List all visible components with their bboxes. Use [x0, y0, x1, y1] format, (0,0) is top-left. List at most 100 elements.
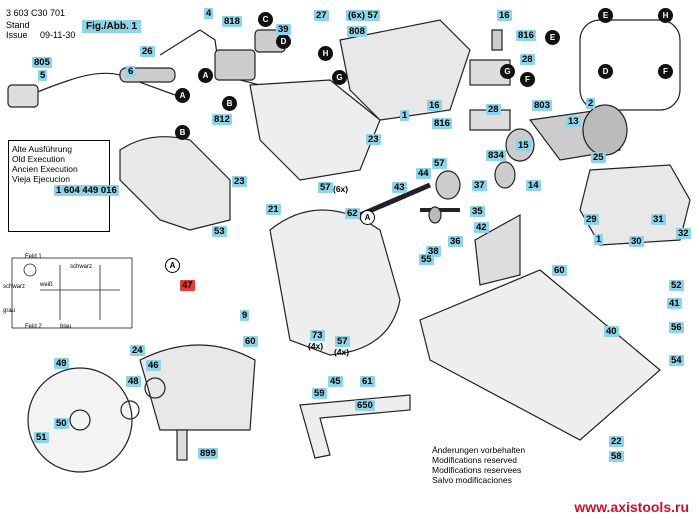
part-label[interactable]: 15: [516, 140, 531, 151]
part-label[interactable]: 28: [486, 104, 501, 115]
part-label[interactable]: 5: [38, 70, 48, 81]
wiring-label: schwarz: [3, 284, 26, 290]
old-exec-line-es: Vieja Ejecucion: [12, 174, 70, 184]
wiring-diagram: [11, 257, 133, 329]
issue-label: Issue: [6, 30, 28, 40]
part-label[interactable]: 58: [609, 451, 624, 462]
figure-label: Fig./Abb. 1: [82, 20, 142, 33]
part-label[interactable]: 816: [432, 118, 452, 129]
wiring-label: schwarz: [70, 264, 93, 270]
connector-c: C: [258, 12, 273, 27]
part-label[interactable]: 36: [448, 236, 463, 247]
part-label[interactable]: 38: [426, 246, 441, 257]
part-label[interactable]: 37: [472, 180, 487, 191]
part-label[interactable]: 21: [266, 204, 281, 215]
part-label[interactable]: 31: [651, 214, 666, 225]
fence: [474, 213, 521, 286]
part-label[interactable]: 50: [54, 418, 69, 429]
part-label[interactable]: 46: [146, 360, 161, 371]
part-label[interactable]: 56: [669, 322, 684, 333]
part-label[interactable]: 45: [328, 376, 343, 387]
part-label[interactable]: 62: [345, 208, 360, 219]
note-de: Änderungen vorbehalten: [432, 445, 526, 455]
part-label[interactable]: 28: [520, 54, 535, 65]
part-label[interactable]: 73: [310, 330, 325, 341]
part-label[interactable]: 1: [400, 110, 410, 121]
part-label[interactable]: 48: [126, 376, 141, 387]
part-label[interactable]: 16: [497, 10, 512, 21]
connector-h: H: [318, 46, 333, 61]
part-label[interactable]: 52: [669, 280, 684, 291]
handle-housing-top: [249, 79, 381, 181]
part-label[interactable]: 27: [314, 10, 329, 21]
part-label[interactable]: 9: [240, 310, 250, 321]
part-label[interactable]: 53: [212, 226, 227, 237]
part-qty: (4x): [334, 347, 350, 357]
part-label[interactable]: 1: [594, 234, 604, 245]
part-label[interactable]: 42: [474, 222, 489, 233]
part-label[interactable]: 13: [566, 116, 581, 127]
part-label[interactable]: 57: [432, 158, 447, 169]
part-label[interactable]: 57: [318, 182, 333, 193]
part-label[interactable]: 650: [355, 400, 375, 411]
connector-e: E: [598, 8, 613, 23]
part-label[interactable]: 805: [32, 57, 52, 68]
part-label[interactable]: 55: [419, 254, 434, 265]
part-label[interactable]: 23: [366, 134, 381, 145]
connector-a: A: [165, 258, 180, 273]
stator: [579, 19, 681, 111]
old-exec-line-en: Old Execution: [12, 154, 65, 164]
part-label[interactable]: 57: [335, 336, 350, 347]
part-label[interactable]: 25: [591, 152, 606, 163]
part-label[interactable]: 35: [470, 206, 485, 217]
part-label[interactable]: 23: [232, 176, 247, 187]
part-label[interactable]: 49: [54, 358, 69, 369]
part-label[interactable]: 44: [416, 168, 431, 179]
part-label[interactable]: 26: [140, 46, 155, 57]
part-label[interactable]: 22: [609, 436, 624, 447]
part-label-highlighted[interactable]: 47: [180, 280, 195, 291]
old-exec-part-number[interactable]: 1 604 449 016: [54, 185, 119, 196]
part-label[interactable]: 39: [276, 24, 291, 35]
part-label[interactable]: 4: [204, 8, 214, 19]
part-label[interactable]: 51: [34, 432, 49, 443]
part-label[interactable]: 41: [667, 298, 682, 309]
part-label[interactable]: 16: [427, 100, 442, 111]
connector-b: B: [175, 125, 190, 140]
motor-housing: [339, 19, 471, 121]
part-label[interactable]: 812: [212, 114, 232, 125]
note-fr: Modifications reservees: [432, 465, 522, 475]
part-label[interactable]: 61: [360, 376, 375, 387]
part-label[interactable]: 24: [130, 345, 145, 356]
part-label[interactable]: 14: [526, 180, 541, 191]
part-label[interactable]: 40: [604, 326, 619, 337]
wiring-label: grau: [3, 308, 16, 314]
part-label[interactable]: 43: [392, 182, 407, 193]
part-label[interactable]: 6: [126, 66, 136, 77]
part-label[interactable]: 32: [676, 228, 691, 239]
wiring-label: blau: [60, 324, 72, 330]
part-label[interactable]: 818: [222, 16, 242, 27]
part-label[interactable]: 808: [347, 26, 367, 37]
part-label[interactable]: 54: [669, 355, 684, 366]
baseplate: [419, 269, 661, 441]
connector-e: E: [545, 30, 560, 45]
lower-guard: [139, 344, 256, 431]
gear: [435, 170, 461, 200]
watermark[interactable]: www.axistools.ru: [574, 499, 689, 515]
part-label[interactable]: 2: [586, 98, 596, 109]
part-label[interactable]: 29: [584, 214, 599, 225]
part-label[interactable]: 59: [312, 388, 327, 399]
part-label[interactable]: 899: [198, 448, 218, 459]
part-label[interactable]: 803: [532, 100, 552, 111]
part-label[interactable]: 60: [243, 336, 258, 347]
part-label[interactable]: 30: [629, 236, 644, 247]
connector-f: F: [658, 64, 673, 79]
part-label[interactable]: 60: [552, 265, 567, 276]
part-label[interactable]: (6x) 57: [346, 10, 381, 21]
plug: [7, 84, 39, 108]
part-label[interactable]: 816: [516, 30, 536, 41]
switch: [214, 49, 256, 81]
part-label[interactable]: 834: [486, 150, 506, 161]
doc-number: 3 603 C30 701: [6, 8, 66, 18]
